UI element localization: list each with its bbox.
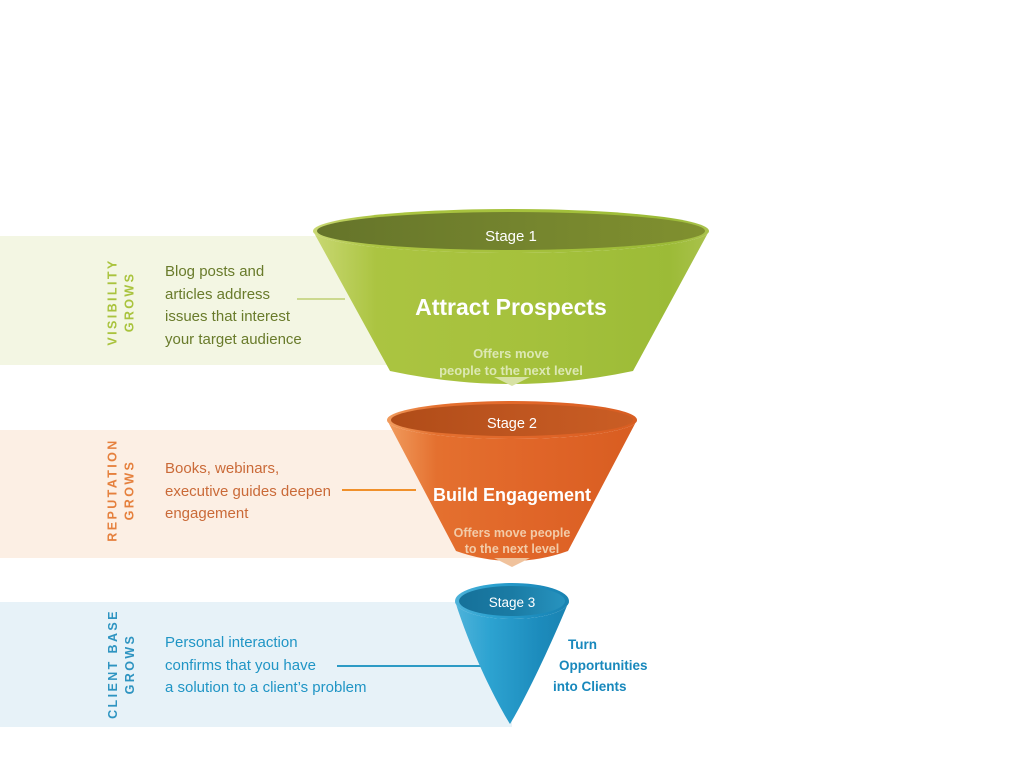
client-base-band [0, 602, 512, 727]
description-line: Blog posts and [165, 263, 265, 280]
stage2-body [387, 420, 637, 561]
stage1-opening [317, 212, 705, 250]
visibility-connector-line [297, 298, 345, 300]
stage2-down-arrow-icon [494, 558, 530, 567]
description-line: a solution to a client’s problem [165, 679, 367, 696]
note-line: people to the next level [439, 363, 583, 378]
stage2-opening [391, 404, 633, 436]
stage3-side-note-line: into Clients [553, 679, 627, 694]
reputation-connector-line [342, 489, 416, 491]
visibility-description: Blog posts and articles address issues t… [165, 261, 302, 351]
description-line: confirms that you have [165, 656, 316, 674]
stage3-side-note-line: Turn [568, 637, 597, 652]
stage2-label: Stage 2 [487, 416, 537, 432]
stage3-side-note-line: Opportunities [559, 658, 648, 673]
description-line: your target audience [165, 330, 302, 348]
stage1-note: Offers move people to the next level [311, 345, 711, 379]
description-line: Personal interaction [165, 634, 298, 651]
note-line: Offers move people [453, 526, 571, 540]
description-line: articles address [165, 285, 271, 303]
description-line: executive guides deepen [165, 482, 331, 500]
stage1-title: Attract Prospects [415, 294, 607, 320]
stage1-funnel-shape [313, 209, 709, 384]
client-base-description: Personal interaction confirms that you h… [165, 632, 367, 700]
stage2-note: Offers move people to the next level [312, 525, 712, 557]
stage3-label: Stage 3 [488, 595, 536, 610]
stage3-funnel-shape [455, 583, 569, 724]
stage1-label: Stage 1 [485, 228, 537, 245]
client-base-connector-line [337, 665, 487, 667]
stage2-funnel-shape [387, 401, 637, 561]
stage1-down-arrow-icon [494, 377, 530, 386]
reputation-description: Books, webinars, executive guides deepen… [165, 458, 331, 526]
stage3-opening [459, 586, 565, 616]
note-line: Offers move [473, 346, 549, 361]
description-line: engagement [165, 505, 249, 522]
stage2-title: Build Engagement [432, 485, 591, 505]
description-line: issues that interest [165, 308, 291, 325]
stage1-body [313, 231, 709, 384]
description-line: Books, webinars, [165, 460, 280, 477]
stage3-body [455, 601, 569, 724]
note-line: to the next level [464, 542, 560, 556]
